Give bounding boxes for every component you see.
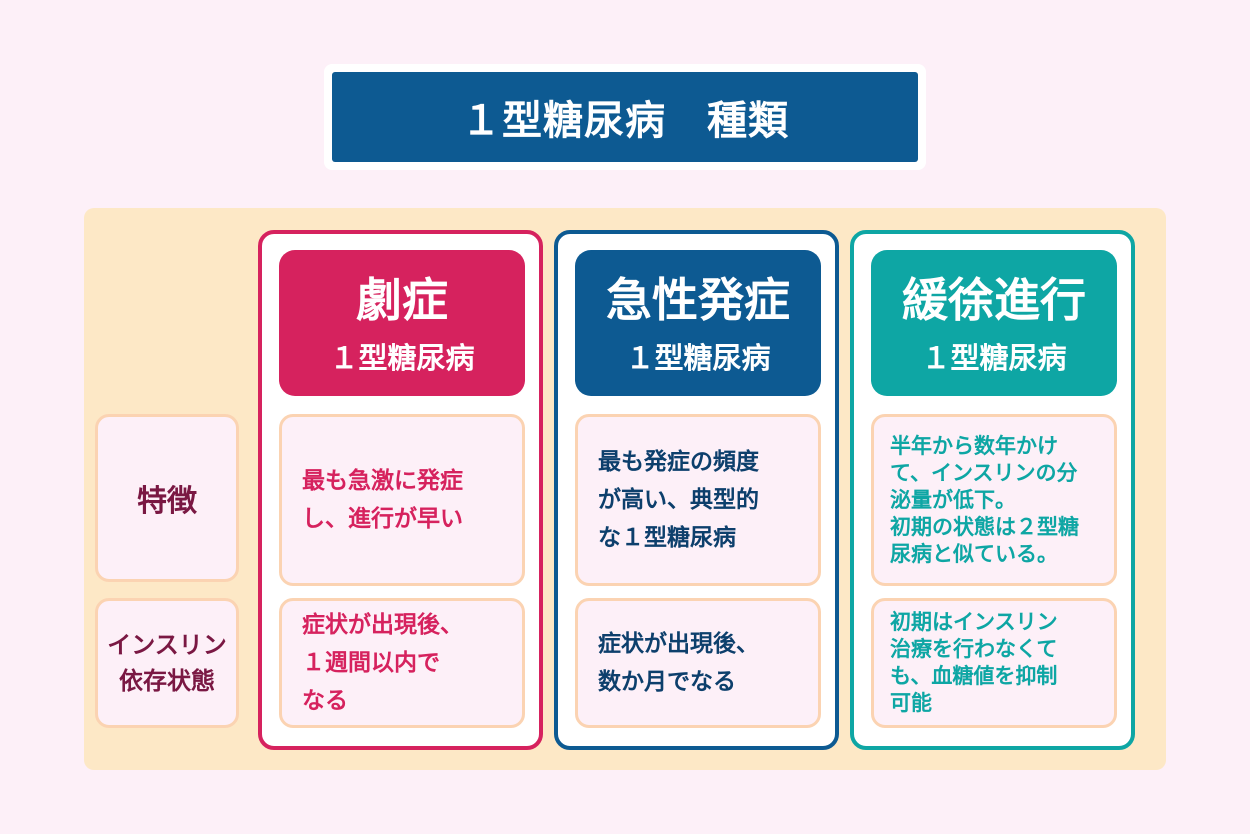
column-header-acute: 急性発症 １型糖尿病 [575, 250, 821, 396]
insulin-text: 症状が出現後、 数か月でなる [598, 631, 759, 695]
row-label-insulin: インスリン 依存状態 [95, 598, 239, 728]
features-text: 最も発症の頻度 が高い、典型的 な１型糖尿病 [598, 449, 759, 551]
column-subtitle: １型糖尿病 [921, 341, 1067, 375]
column-header-fulminant: 劇症 １型糖尿病 [279, 250, 525, 396]
column-subtitle: １型糖尿病 [329, 341, 475, 375]
column-slowly-progressive: 緩徐進行 １型糖尿病 半年から数年かけ て、インスリンの分 泌量が低下。 初期の… [850, 230, 1135, 750]
insulin-cell: 初期はインスリン 治療を行わなくて も、血糖値を抑制 可能 [871, 598, 1117, 728]
column-title: 劇症 [356, 273, 448, 327]
insulin-text: 初期はインスリン 治療を行わなくて も、血糖値を抑制 可能 [890, 610, 1058, 715]
column-fulminant: 劇症 １型糖尿病 最も急激に発症 し、進行が早い 症状が出現後、 １週間以内で … [258, 230, 543, 750]
features-cell: 半年から数年かけ て、インスリンの分 泌量が低下。 初期の状態は２型糖 尿病と似… [871, 414, 1117, 586]
title-banner: １型糖尿病 種類 [324, 64, 926, 170]
insulin-cell: 症状が出現後、 数か月でなる [575, 598, 821, 728]
features-text: 最も急激に発症 し、進行が早い [302, 468, 463, 532]
column-acute: 急性発症 １型糖尿病 最も発症の頻度 が高い、典型的 な１型糖尿病 症状が出現後… [554, 230, 839, 750]
page-title: １型糖尿病 種類 [332, 72, 918, 162]
features-cell: 最も発症の頻度 が高い、典型的 な１型糖尿病 [575, 414, 821, 586]
features-cell: 最も急激に発症 し、進行が早い [279, 414, 525, 586]
features-text: 半年から数年かけ て、インスリンの分 泌量が低下。 初期の状態は２型糖 尿病と似… [890, 433, 1079, 566]
insulin-cell: 症状が出現後、 １週間以内で なる [279, 598, 525, 728]
row-label-features: 特徴 [95, 414, 239, 582]
insulin-text: 症状が出現後、 １週間以内で なる [302, 612, 463, 714]
column-title: 急性発症 [606, 273, 790, 327]
column-subtitle: １型糖尿病 [625, 341, 771, 375]
column-header-slowly-progressive: 緩徐進行 １型糖尿病 [871, 250, 1117, 396]
column-title: 緩徐進行 [902, 273, 1086, 327]
